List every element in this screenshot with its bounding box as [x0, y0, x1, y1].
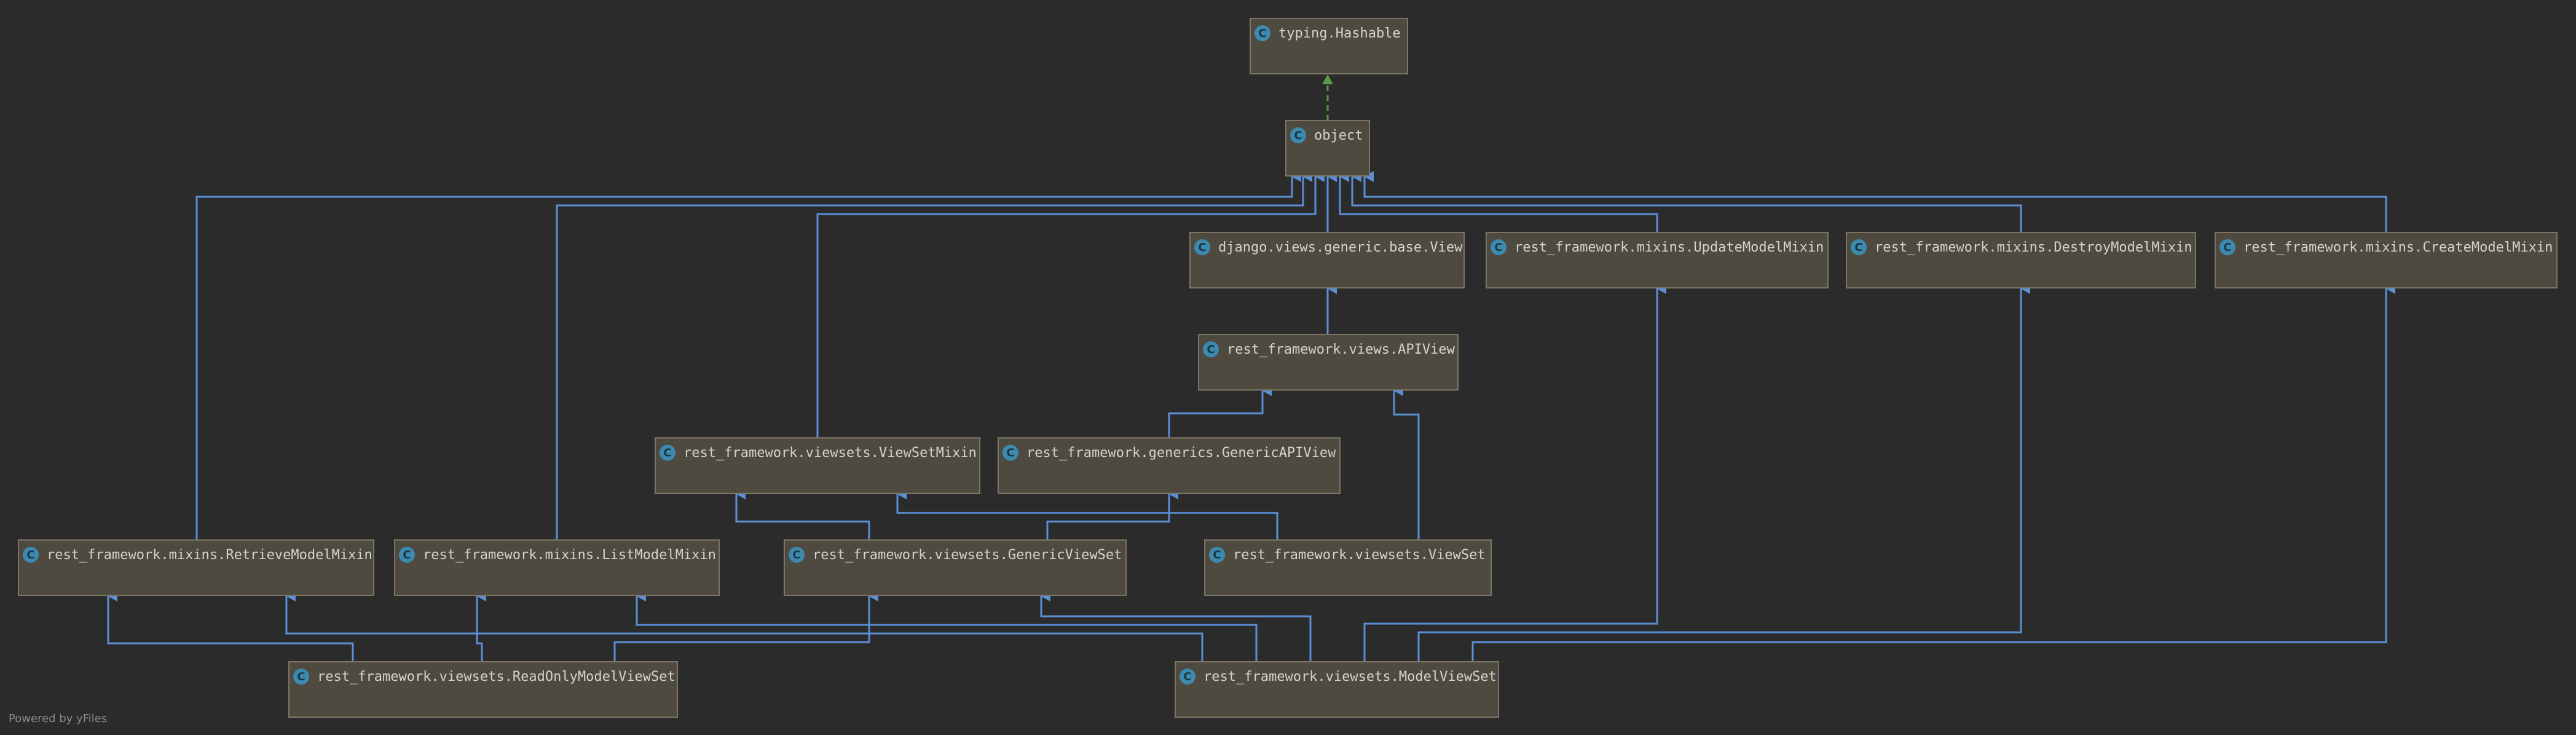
class-node-box: [784, 539, 1127, 596]
class-icon-glyph: C: [1258, 27, 1266, 40]
edge-modelviewset-to-list: [636, 590, 1258, 662]
class-icon: [1491, 239, 1507, 255]
class-node-box: [1250, 18, 1408, 74]
class-node-box: [2215, 232, 2558, 288]
class-icon: [399, 547, 415, 563]
class-icon-glyph: C: [1183, 670, 1191, 683]
class-icon: [1194, 239, 1210, 255]
edge-modelviewset-to-create: [1471, 283, 2395, 662]
edge-viewset-to-apiview: [1393, 385, 1420, 540]
class-node-box: [1189, 232, 1465, 288]
edge-modelviewset-to-update: [1363, 283, 1666, 662]
class-icon-glyph: C: [792, 549, 800, 562]
class-node-label: rest_framework.generics.GenericAPIView: [1026, 445, 1336, 461]
class-node-label: rest_framework.viewsets.ViewSet: [1233, 547, 1486, 563]
class-icon-glyph: C: [1854, 241, 1862, 254]
edge-list-to-object: [556, 171, 1312, 540]
edge-modelviewset-to-genericviewset: [1040, 590, 1312, 662]
class-icon: [1255, 25, 1270, 41]
class-node-label: rest_framework.viewsets.ReadOnlyModelVie…: [317, 669, 676, 685]
class-icon-glyph: C: [1213, 549, 1221, 562]
class-node-box: [655, 437, 980, 494]
class-node-box: [1175, 661, 1499, 718]
class-node-box: [1198, 334, 1459, 391]
class-node-label: rest_framework.mixins.CreateModelMixin: [2243, 240, 2553, 255]
class-node-box: [1846, 232, 2196, 288]
class-icon: [660, 445, 676, 461]
class-icon-glyph: C: [1494, 241, 1502, 254]
class-node-label: rest_framework.mixins.ListModelMixin: [423, 547, 716, 563]
class-icon: [1203, 341, 1219, 357]
class-node-label: rest_framework.views.APIView: [1227, 342, 1455, 357]
edge-viewset-to-viewsetmixin: [896, 488, 1278, 540]
class-node-label: rest_framework.viewsets.ModelViewSet: [1203, 669, 1497, 685]
class-node-label: typing.Hashable: [1278, 26, 1401, 41]
class-icon-glyph: C: [1207, 343, 1215, 356]
edge-genericviewset-to-viewsetmixin: [735, 488, 870, 540]
class-icon-glyph: C: [663, 447, 671, 459]
class-node-label: rest_framework.viewsets.GenericViewSet: [813, 547, 1122, 563]
class-icon-glyph: C: [1294, 129, 1302, 142]
class-icon-glyph: C: [403, 549, 411, 562]
class-icon: [1002, 445, 1018, 461]
class-icon-glyph: C: [297, 670, 305, 683]
class-icon-glyph: C: [26, 549, 34, 562]
edge-modelviewset-to-destroy: [1417, 283, 2030, 662]
edge-retrieve-to-object: [195, 171, 1301, 540]
edge-readonly-to-retrieve: [107, 590, 354, 662]
class-node-box: [394, 539, 720, 596]
edge-genericviewset-to-genericapiview: [1046, 488, 1178, 540]
class-icon: [293, 669, 309, 685]
class-icon: [23, 547, 39, 563]
implements-arrowhead: [1322, 74, 1333, 84]
class-icon: [2220, 239, 2235, 255]
class-icon-glyph: C: [1198, 241, 1206, 254]
class-node-box: [1204, 539, 1492, 596]
edge-viewsetmixin-to-object: [816, 171, 1325, 438]
class-icon-glyph: C: [2223, 241, 2231, 254]
class-node-box: [18, 539, 374, 596]
class-node-label: rest_framework.mixins.UpdateModelMixin: [1514, 240, 1824, 255]
edge-genericapiview-to-apiview: [1168, 385, 1272, 438]
class-icon: [1290, 127, 1306, 143]
class-node-box: [288, 661, 678, 718]
edge-create-to-object: [1363, 171, 2387, 232]
edge-modelviewset-to-retrieve: [285, 590, 1203, 662]
class-node-label: object: [1314, 128, 1363, 143]
edge-destroy-to-object: [1351, 171, 2022, 232]
class-node-box: [1486, 232, 1829, 288]
class-icon: [1851, 239, 1867, 255]
powered-by-footer: Powered by yFiles: [9, 712, 108, 725]
class-node-label: rest_framework.mixins.RetrieveModelMixin: [47, 547, 372, 563]
class-icon: [789, 547, 805, 563]
class-icon-glyph: C: [1006, 447, 1014, 459]
edge-readonly-to-genericviewset: [613, 590, 878, 662]
class-node-label: rest_framework.mixins.DestroyModelMixin: [1875, 240, 2192, 255]
class-icon: [1209, 547, 1225, 563]
class-icon: [1180, 669, 1195, 685]
edge-readonly-to-list: [476, 590, 486, 662]
edges-layer: [107, 74, 2395, 662]
edge-update-to-object: [1339, 171, 1658, 232]
class-node-label: rest_framework.viewsets.ViewSetMixin: [683, 445, 977, 461]
class-node-label: django.views.generic.base.View: [1218, 240, 1463, 255]
class-node-box: [998, 437, 1341, 494]
